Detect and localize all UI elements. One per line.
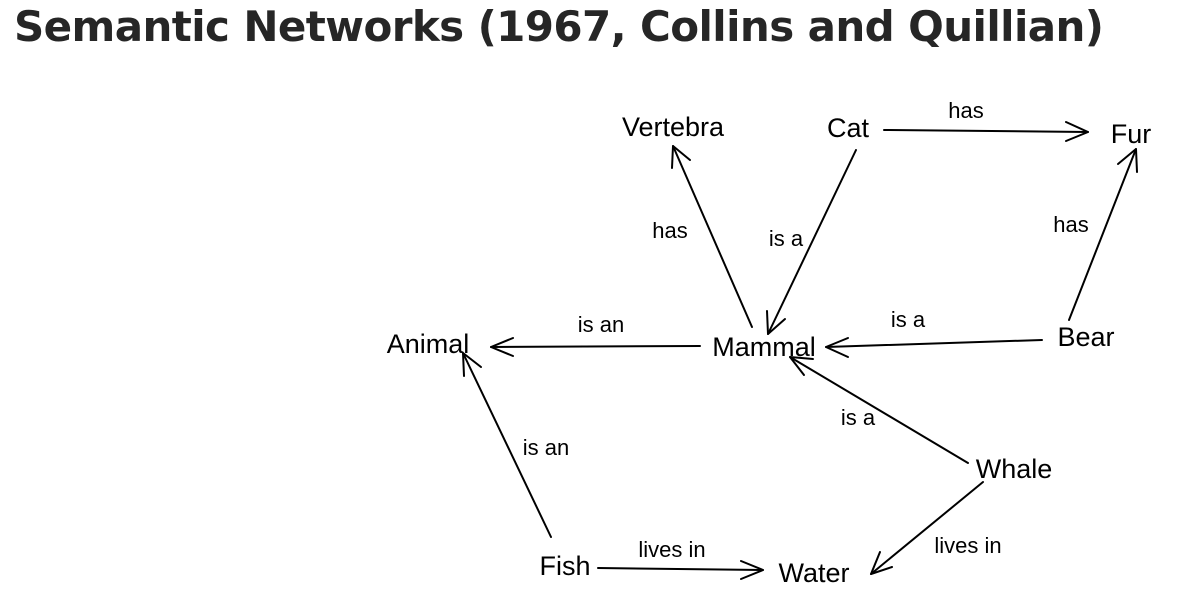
edge-bear-fur [1068,148,1137,321]
edge-whale-water [870,481,984,575]
node-water: Water [778,558,849,588]
edge-label-whale-mammal: is a [841,405,876,430]
node-mammal: Mammal [712,332,816,362]
node-fur: Fur [1111,119,1152,149]
arrowhead-animal [490,337,514,357]
node-vertebra: Vertebra [622,112,725,142]
edge-mammal-vertebra [672,145,753,328]
node-animal: Animal [387,329,470,359]
node-bear: Bear [1057,322,1114,352]
edge-label-fish-animal: is an [523,435,569,460]
arrowhead-vertebra [671,145,691,169]
arrowhead-fur [1065,121,1089,142]
edge-cat-fur [883,129,1089,133]
node-cat: Cat [827,113,870,143]
edge-whale-mammal [789,356,969,464]
edge-bear-mammal [825,339,1043,348]
arrowhead-water-from-whale [870,551,893,575]
edge-fish-animal [462,352,552,538]
arrowhead-mammal-from-cat [766,310,786,335]
arrowhead-water-from-fish [740,560,764,580]
edge-label-bear-mammal: is a [891,307,926,332]
edge-fish-water [597,567,764,571]
edge-label-cat-fur: has [948,98,983,123]
arrowhead-mammal-from-bear [825,337,849,358]
edge-label-mammal-vertebra: has [652,218,687,243]
arrowhead-fur-from-bear [1117,148,1138,173]
edge-label-fish-water: lives in [638,537,705,562]
edge-label-bear-fur: has [1053,212,1088,237]
edge-mammal-animal [490,345,701,348]
edge-label-cat-mammal: is a [769,226,804,251]
edge-cat-mammal [767,149,857,335]
edge-label-mammal-animal: is an [578,312,624,337]
page-title: Semantic Networks (1967, Collins and Qui… [14,2,1104,51]
arrowhead-animal-from-fish [462,352,482,377]
edge-label-whale-water: lives in [934,533,1001,558]
node-whale: Whale [976,454,1053,484]
node-fish: Fish [539,551,590,581]
arrowhead-mammal-from-whale [789,356,814,376]
